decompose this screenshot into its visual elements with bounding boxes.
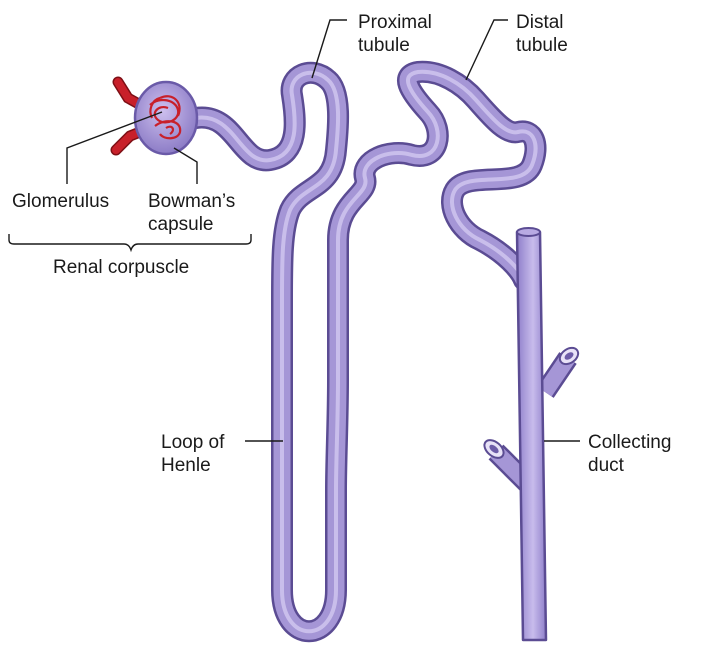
collecting-duct [483, 227, 580, 642]
bowmans-capsule [133, 80, 199, 156]
leader-lines [8, 19, 580, 442]
label-renal-corpuscle: Renal corpuscle [53, 257, 190, 278]
leader-bowmans [173, 147, 198, 184]
label-loop-of-henle: Loop of Henle [161, 432, 225, 476]
nephron-tubule [185, 60, 547, 643]
label-glomerulus: Glomerulus [12, 191, 110, 212]
label-collecting-duct: Collecting duct [588, 432, 672, 476]
label-distal-tubule: Distal tubule [516, 12, 568, 56]
label-bowmans-capsule: Bowman’s capsule [148, 191, 236, 235]
label-proximal-tubule: Proximal tubule [358, 12, 432, 56]
leader-distal [465, 19, 508, 81]
leader-proximal [311, 19, 347, 79]
leader-glomerulus [66, 111, 163, 184]
renal-corpuscle-bracket [8, 234, 252, 253]
